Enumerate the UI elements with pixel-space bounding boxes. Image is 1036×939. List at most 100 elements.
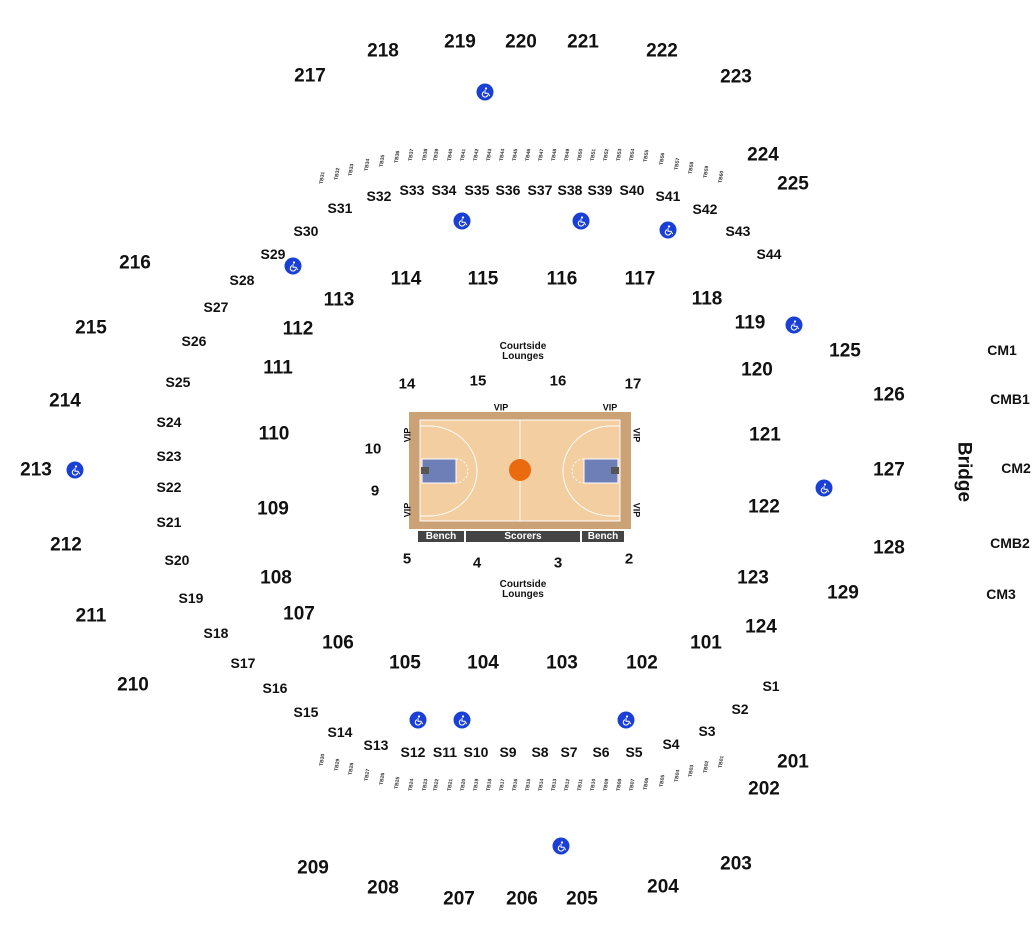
- table-box-tb04[interactable]: TB04: [673, 769, 682, 783]
- suite-s43[interactable]: S43: [725, 223, 751, 239]
- table-box-tb22[interactable]: TB22: [432, 778, 441, 792]
- section-upper-207[interactable]: 207: [443, 888, 475, 910]
- section-lower-123[interactable]: 123: [737, 567, 769, 589]
- table-box-tb08[interactable]: TB08: [615, 778, 624, 792]
- section-upper-211[interactable]: 211: [75, 605, 107, 627]
- suite-s34[interactable]: S34: [431, 182, 457, 198]
- table-box-tb49[interactable]: TB49: [563, 148, 572, 162]
- table-box-tb29[interactable]: TB29: [333, 758, 342, 772]
- club-cm2[interactable]: CM2: [1001, 460, 1031, 476]
- suite-s26[interactable]: S26: [181, 333, 207, 349]
- table-box-tb27[interactable]: TB27: [363, 768, 372, 782]
- section-upper-208[interactable]: 208: [367, 877, 399, 899]
- table-box-tb10[interactable]: TB10: [589, 778, 598, 792]
- table-box-tb46[interactable]: TB46: [524, 148, 533, 162]
- table-box-tb26[interactable]: TB26: [378, 772, 387, 786]
- section-lower-124[interactable]: 124: [745, 616, 777, 638]
- table-box-tb41[interactable]: TB41: [459, 148, 468, 162]
- suite-s20[interactable]: S20: [164, 552, 190, 568]
- table-box-tb13[interactable]: TB13: [550, 778, 559, 792]
- suite-s13[interactable]: S13: [363, 737, 389, 753]
- section-upper-206[interactable]: 206: [506, 888, 538, 910]
- section-floor-9[interactable]: 9: [370, 482, 380, 500]
- table-box-tb32[interactable]: TB32: [333, 167, 342, 181]
- section-upper-205[interactable]: 205: [566, 888, 598, 910]
- section-upper-210[interactable]: 210: [117, 674, 149, 696]
- section-lower-107[interactable]: 107: [283, 603, 315, 625]
- section-upper-215[interactable]: 215: [75, 317, 107, 339]
- suite-s22[interactable]: S22: [156, 479, 182, 495]
- section-lower-109[interactable]: 109: [257, 498, 289, 520]
- section-lower-112[interactable]: 112: [282, 318, 314, 340]
- table-box-tb01[interactable]: TB01: [717, 755, 726, 769]
- table-box-tb16[interactable]: TB16: [511, 778, 520, 792]
- table-box-tb44[interactable]: TB44: [498, 148, 507, 162]
- suite-s11[interactable]: S11: [432, 744, 458, 760]
- section-upper-201[interactable]: 201: [777, 751, 809, 773]
- table-box-tb07[interactable]: TB07: [628, 778, 637, 792]
- table-box-tb60[interactable]: TB60: [717, 170, 726, 184]
- table-box-tb19[interactable]: TB19: [472, 778, 481, 792]
- section-lower-121[interactable]: 121: [749, 424, 781, 446]
- section-upper-222[interactable]: 222: [646, 40, 678, 62]
- table-box-tb02[interactable]: TB02: [702, 760, 711, 774]
- table-box-tb21[interactable]: TB21: [446, 778, 455, 792]
- suite-s25[interactable]: S25: [165, 374, 191, 390]
- section-lower-102[interactable]: 102: [626, 652, 658, 674]
- suite-s39[interactable]: S39: [587, 182, 613, 198]
- section-lower-115[interactable]: 115: [467, 268, 499, 290]
- section-upper-219[interactable]: 219: [444, 31, 476, 53]
- table-box-tb35[interactable]: TB35: [378, 154, 387, 168]
- table-box-tb47[interactable]: TB47: [537, 148, 546, 162]
- suite-s32[interactable]: S32: [366, 188, 392, 204]
- section-upper-203[interactable]: 203: [720, 853, 752, 875]
- section-floor-4[interactable]: 4: [472, 554, 482, 572]
- suite-s44[interactable]: S44: [756, 246, 782, 262]
- table-box-tb51[interactable]: TB51: [589, 148, 598, 162]
- table-box-tb54[interactable]: TB54: [628, 148, 637, 162]
- suite-s33[interactable]: S33: [399, 182, 425, 198]
- section-upper-223[interactable]: 223: [720, 66, 752, 88]
- section-lower-104[interactable]: 104: [467, 652, 499, 674]
- table-box-tb09[interactable]: TB09: [602, 778, 611, 792]
- section-lower-118[interactable]: 118: [691, 288, 723, 310]
- section-lower-108[interactable]: 108: [260, 567, 292, 589]
- section-lower-120[interactable]: 120: [741, 359, 773, 381]
- section-lower-110[interactable]: 110: [258, 423, 290, 445]
- section-upper-216[interactable]: 216: [119, 252, 151, 274]
- table-box-tb43[interactable]: TB43: [485, 148, 494, 162]
- suite-s14[interactable]: S14: [327, 724, 353, 740]
- section-lower-119[interactable]: 119: [734, 312, 766, 334]
- section-lower-122[interactable]: 122: [748, 496, 780, 518]
- section-floor-10[interactable]: 10: [364, 440, 382, 458]
- section-floor-2[interactable]: 2: [624, 550, 634, 568]
- suite-s4[interactable]: S4: [662, 736, 680, 752]
- table-box-tb23[interactable]: TB23: [421, 778, 430, 792]
- suite-s42[interactable]: S42: [692, 201, 718, 217]
- table-box-tb18[interactable]: TB18: [485, 778, 494, 792]
- section-upper-125[interactable]: 125: [829, 340, 861, 362]
- table-box-tb48[interactable]: TB48: [550, 148, 559, 162]
- table-box-tb38[interactable]: TB38: [421, 148, 430, 162]
- table-box-tb42[interactable]: TB42: [472, 148, 481, 162]
- suite-s6[interactable]: S6: [592, 744, 610, 760]
- suite-s31[interactable]: S31: [327, 200, 353, 216]
- table-box-tb59[interactable]: TB59: [702, 165, 711, 179]
- suite-s1[interactable]: S1: [762, 678, 780, 694]
- table-box-tb15[interactable]: TB15: [524, 778, 533, 792]
- table-box-tb57[interactable]: TB57: [673, 157, 682, 171]
- section-upper-204[interactable]: 204: [647, 876, 679, 898]
- suite-s37[interactable]: S37: [527, 182, 553, 198]
- table-box-tb06[interactable]: TB06: [642, 777, 651, 791]
- table-box-tb20[interactable]: TB20: [459, 778, 468, 792]
- table-box-tb03[interactable]: TB03: [687, 764, 696, 778]
- table-box-tb05[interactable]: TB05: [658, 774, 667, 788]
- section-upper-214[interactable]: 214: [49, 390, 81, 412]
- section-floor-3[interactable]: 3: [553, 554, 563, 572]
- table-box-tb53[interactable]: TB53: [615, 148, 624, 162]
- club-cm3[interactable]: CM3: [986, 586, 1016, 602]
- suite-s9[interactable]: S9: [499, 744, 517, 760]
- section-floor-15[interactable]: 15: [469, 372, 487, 390]
- section-lower-113[interactable]: 113: [323, 289, 355, 311]
- section-floor-17[interactable]: 17: [624, 375, 642, 393]
